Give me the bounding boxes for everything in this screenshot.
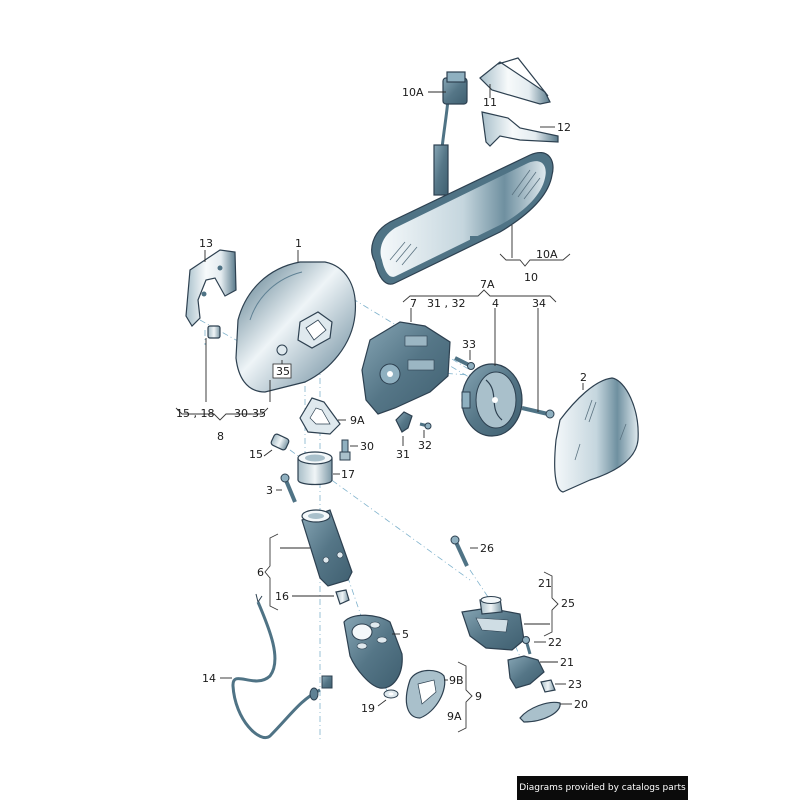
part-14-wiring-harness xyxy=(231,593,333,739)
label-25: 25 xyxy=(561,597,575,610)
part-6-motor xyxy=(301,509,353,587)
label-15-18: 15 , 18 xyxy=(176,407,214,420)
label-26: 26 xyxy=(480,542,494,555)
label-21: 21 xyxy=(560,656,574,669)
part-34-bolt xyxy=(521,406,555,419)
part-30-screw xyxy=(339,439,351,461)
label-8: 8 xyxy=(217,430,224,443)
part-12-cover xyxy=(481,111,559,147)
part-4-adjusting-unit xyxy=(461,363,523,437)
part-labels: 10A 11 12 10A 10 13 1 35 15 , 18 30-35 8… xyxy=(176,86,588,723)
label-31: 31 xyxy=(396,448,410,461)
part-31-clip xyxy=(395,411,413,433)
label-13: 13 xyxy=(199,237,213,250)
label-10A-top: 10A xyxy=(402,86,424,99)
leader-lines xyxy=(175,84,584,733)
label-31-32: 31 , 32 xyxy=(427,297,465,310)
credit-banner: Diagrams provided by catalogs parts xyxy=(517,776,688,800)
label-17: 17 xyxy=(341,468,355,481)
label-10: 10 xyxy=(524,271,538,284)
label-6: 6 xyxy=(257,566,264,579)
label-33: 33 xyxy=(462,338,476,351)
label-10A-bottom: 10A xyxy=(536,248,558,261)
label-30: 30 xyxy=(360,440,374,453)
label-12: 12 xyxy=(557,121,571,134)
part-16-grommet xyxy=(335,589,350,605)
part-9B-gasket xyxy=(405,669,446,719)
part-22-screw xyxy=(522,636,532,655)
part-13-bracket xyxy=(185,249,237,327)
label-21-brace: 21 xyxy=(538,577,552,590)
part-21-clamp xyxy=(507,655,545,689)
label-23: 23 xyxy=(568,678,582,691)
part-3-bolt xyxy=(280,473,297,503)
part-20-seal xyxy=(519,701,561,723)
part-10A-connector-cable xyxy=(433,71,468,196)
label-9: 9 xyxy=(475,690,482,703)
part-15-plug xyxy=(270,433,290,451)
label-2: 2 xyxy=(580,371,587,384)
label-3: 3 xyxy=(266,484,273,497)
label-14: 14 xyxy=(202,672,216,685)
part-25-bracket xyxy=(461,596,525,651)
part-9A-gasket xyxy=(299,397,341,435)
part-10-interior-mirror xyxy=(371,152,554,285)
label-32: 32 xyxy=(418,439,432,452)
label-20: 20 xyxy=(574,698,588,711)
label-9B: 9B xyxy=(449,674,464,687)
part-7-base-plate xyxy=(361,321,451,415)
part-23-nut xyxy=(540,679,556,693)
part-17-sleeve xyxy=(297,451,333,486)
label-22: 22 xyxy=(548,636,562,649)
part-32-screw xyxy=(419,422,432,430)
label-19: 19 xyxy=(361,702,375,715)
label-35: 35 xyxy=(276,365,290,378)
label-7A: 7A xyxy=(480,278,495,291)
label-34: 34 xyxy=(532,297,546,310)
label-7: 7 xyxy=(410,297,417,310)
part-33-screw xyxy=(454,356,475,370)
label-9A-top: 9A xyxy=(350,414,365,427)
part-26-bolt xyxy=(450,535,469,567)
label-11: 11 xyxy=(483,96,497,109)
part-5-mount-base xyxy=(343,614,403,689)
label-4: 4 xyxy=(492,297,499,310)
label-1: 1 xyxy=(295,237,302,250)
label-15: 15 xyxy=(249,448,263,461)
part-18-plug xyxy=(207,325,221,339)
label-5: 5 xyxy=(402,628,409,641)
part-19-washer xyxy=(383,689,399,699)
label-16: 16 xyxy=(275,590,289,603)
part-2-mirror-glass xyxy=(554,377,639,493)
label-9A-bottom: 9A xyxy=(447,710,462,723)
label-30-35: 30-35 xyxy=(234,407,266,420)
part-1-mirror-housing xyxy=(235,261,357,393)
part-11-clip xyxy=(479,57,551,105)
